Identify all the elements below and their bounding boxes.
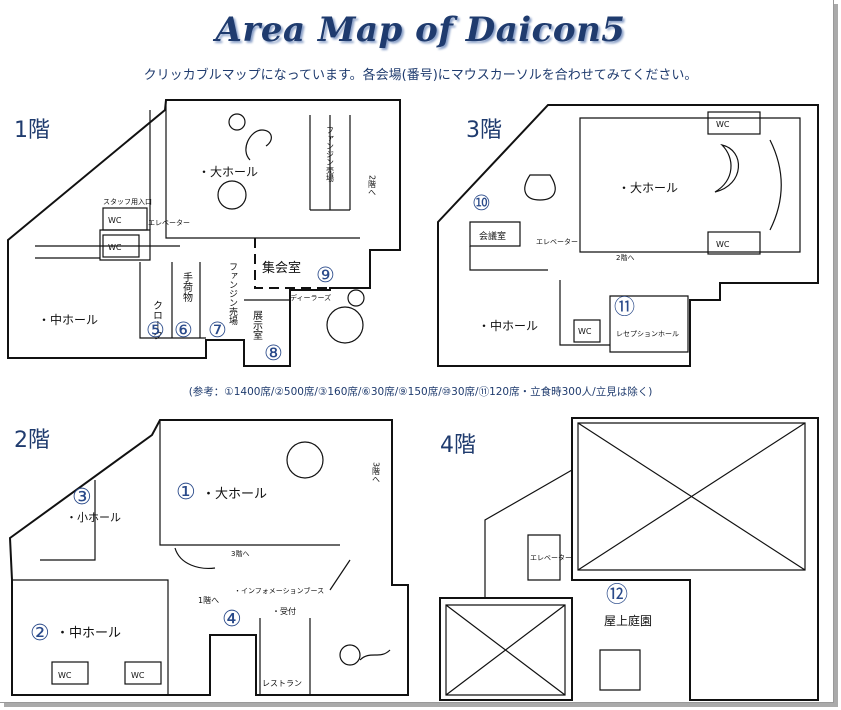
f1-elevator-label: エレベーター xyxy=(148,218,190,227)
f1-main-hall-label: ・大ホール xyxy=(198,165,258,179)
capacity-note: (参考：①1400席/②500席/③160席/⑥30席/⑨150席/⑩30席/⑪… xyxy=(188,386,653,398)
room-5[interactable]: ⑤ xyxy=(146,318,165,342)
room-2[interactable]: ② xyxy=(30,621,50,646)
f2-decoration-pig-icon xyxy=(286,441,391,666)
f2-to-1f-label: 1階へ xyxy=(198,595,219,605)
f2-to-3f-label: 3階へ xyxy=(231,549,249,558)
f1-guide-label: 手荷物 xyxy=(181,271,193,303)
f3-wc-a: WC xyxy=(716,120,730,129)
f2-wc-a: WC xyxy=(58,671,72,680)
f2-to-3f-b-label: 3階へ xyxy=(372,462,381,483)
room-7[interactable]: ⑦ xyxy=(208,318,227,342)
page-title: Area Map of Daicon5 xyxy=(215,10,626,50)
room-4[interactable]: ④ xyxy=(222,607,242,632)
f2-small-hall-label: ・小ホール xyxy=(66,511,121,524)
f2-main-hall-label: ・大ホール xyxy=(202,487,267,502)
f4-rooftop-label: 屋上庭園 xyxy=(604,613,652,628)
f3-meeting-label: 会議室 xyxy=(479,230,506,242)
f2-middle-hall-label: ・中ホール xyxy=(56,626,121,641)
f1-staff-label: スタッフ用入口 xyxy=(103,197,152,206)
f1-decoration-mascot-icon xyxy=(217,113,365,344)
f3-main-hall-label: ・大ホール xyxy=(618,181,678,195)
room-11[interactable]: ⑪ xyxy=(614,295,635,319)
f1-stairs-2f: 2階へ xyxy=(368,175,377,196)
f1-middle-hall-label: ・中ホール xyxy=(38,312,98,327)
room-1[interactable]: ① xyxy=(176,480,196,505)
f1-fanzine-label: ファンジン売場 xyxy=(227,262,238,326)
floor-4f-map xyxy=(439,417,819,701)
f3-wc-b: WC xyxy=(716,240,730,249)
f2-reception-label: ・受付 xyxy=(272,606,296,616)
floor-label-1f: 1階 xyxy=(14,118,50,143)
floor-label-2f: 2階 xyxy=(14,428,50,453)
room-8[interactable]: ⑧ xyxy=(264,341,283,365)
f4-elevator-label: エレベーター xyxy=(530,553,572,562)
f1-fanzine2-label: ファンジン売場 xyxy=(326,126,335,183)
f1-dealers-label: ディーラーズ xyxy=(290,293,331,302)
f3-to-2f-label: 2階へ xyxy=(616,253,634,262)
f1-cloak-label: クローク xyxy=(151,300,162,340)
f3-decoration-moon-icon xyxy=(524,143,739,201)
f2-wc-b: WC xyxy=(131,671,145,680)
f1-wc-b: WC xyxy=(108,243,122,252)
f1-wc-a: WC xyxy=(108,216,122,225)
room-3[interactable]: ③ xyxy=(72,485,92,510)
floor-1f-map xyxy=(7,99,401,367)
f3-wc-c: WC xyxy=(578,327,592,336)
floor-3f-map xyxy=(437,104,819,367)
floor-2f-map xyxy=(8,419,409,696)
f3-elevator-label: エレベーター xyxy=(536,237,578,246)
page-subtitle: クリッカブルマップになっています。各会場(番号)にマウスカーソルを合わせてみてく… xyxy=(143,68,698,83)
room-10[interactable]: ⑩ xyxy=(472,191,491,215)
f2-info-label: ・インフォメーションブース xyxy=(234,586,324,595)
room-12[interactable]: ⑫ xyxy=(606,583,628,608)
room-6[interactable]: ⑥ xyxy=(174,318,193,342)
floor-label-4f: 4階 xyxy=(440,433,476,458)
f2-restaurant-label: レストラン xyxy=(262,679,302,688)
room-9[interactable]: ⑨ xyxy=(316,263,335,287)
f3-reception-label: レセプションホール xyxy=(616,330,679,338)
f1-shukai-label: 集会室 xyxy=(262,260,301,276)
f3-middle-hall-label: ・中ホール xyxy=(478,318,538,333)
floor-label-3f: 3階 xyxy=(466,118,502,143)
f1-exhibit-label: 展示室 xyxy=(251,310,263,340)
